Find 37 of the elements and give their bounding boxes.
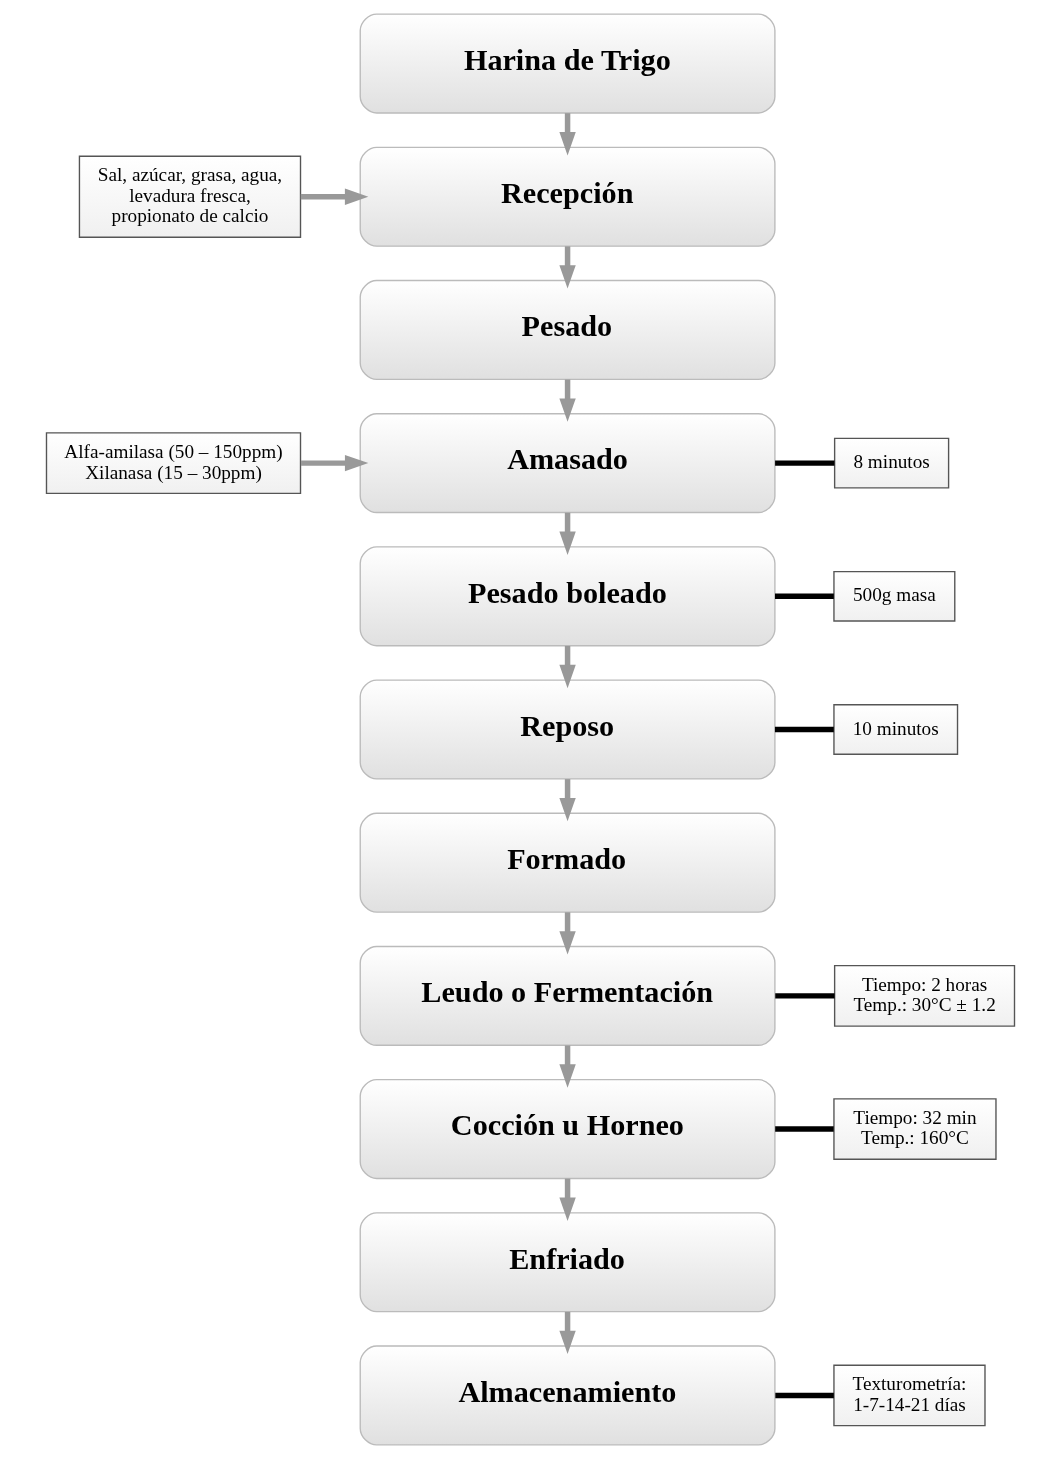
node-box: Pesado boleado — [359, 546, 776, 647]
connector — [774, 1392, 834, 1399]
node-box: Leudo o Fermentación — [359, 945, 776, 1046]
arrow — [558, 912, 576, 955]
node-box: Tiempo: 2 horas Temp.: 30°C ± 1.2 — [833, 965, 1015, 1027]
node-box: Cocción u Horneo — [359, 1078, 776, 1180]
node-box: 10 minutos — [832, 704, 958, 755]
arrow — [558, 113, 576, 156]
connector — [774, 1126, 834, 1132]
arrow — [300, 454, 368, 472]
connector — [774, 593, 834, 600]
node-box: Pesado — [359, 279, 776, 381]
arrow — [558, 645, 576, 689]
arrow — [558, 246, 576, 289]
node-box: Reposo — [359, 679, 776, 780]
node-box: Formado — [359, 812, 776, 913]
node-box: Tiempo: 32 min Temp.: 160°C — [832, 1098, 997, 1160]
arrow — [558, 1311, 576, 1355]
arrow — [558, 1045, 576, 1088]
node-box: Amasado — [359, 413, 776, 514]
arrow — [558, 1178, 576, 1221]
node-box: Recepción — [359, 146, 776, 247]
node-box: 500g masa — [832, 570, 955, 622]
connector — [774, 993, 835, 999]
connector — [774, 726, 834, 733]
connector — [774, 460, 834, 466]
node-box: Harina de Trigo — [359, 13, 776, 114]
node-box: 8 minutos — [833, 437, 949, 489]
arrow — [558, 779, 576, 822]
arrow — [558, 512, 576, 555]
arrow — [558, 379, 576, 422]
node-box: Alfa-amilasa (50 – 150ppm) Xilanasa (15 – 30ppm) — [45, 432, 301, 494]
node-box: Almacenamiento — [359, 1345, 776, 1446]
arrow — [300, 188, 368, 205]
node-box: Sal, azúcar, grasa, agua, levadura fresca, propionato de calcio — [78, 155, 301, 238]
node-box: Texturometría: 1-7-14-21 días — [832, 1364, 986, 1427]
node-box: Enfriado — [359, 1212, 776, 1313]
